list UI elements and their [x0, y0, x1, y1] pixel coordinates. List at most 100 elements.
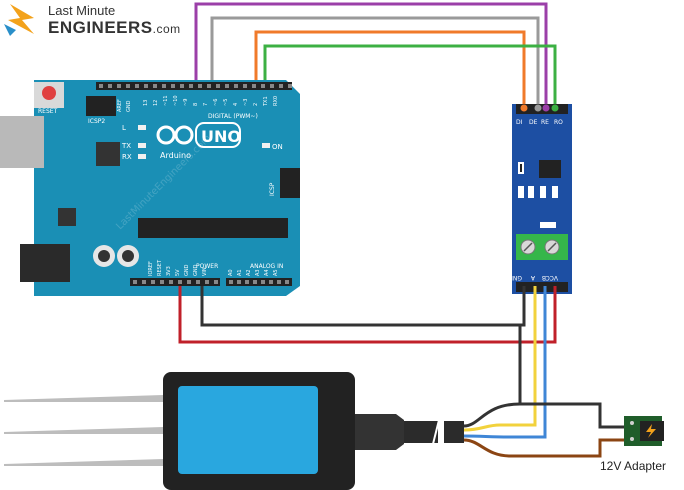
max485-chip: [539, 160, 561, 178]
wire-blue-b: [510, 286, 547, 439]
digital-header-pins: [99, 84, 292, 88]
arduino-board: RESET ICSP2 UNO Arduino L TX RX ON ICSP: [0, 80, 300, 296]
header-pin: [169, 280, 173, 284]
header-pin: [126, 84, 130, 88]
rs485-pin-label: A: [530, 274, 535, 281]
header-pin: [180, 84, 184, 88]
pin-label: A0: [228, 269, 234, 276]
header-pin: [144, 84, 148, 88]
rs485-pin-label: RO: [554, 119, 563, 126]
pin-label: 2: [253, 103, 259, 106]
cable-gland: [355, 414, 404, 450]
header-pin: [108, 84, 112, 88]
header-pin: [279, 84, 283, 88]
pin-label: VIN: [202, 267, 208, 276]
pin-label: ~6: [213, 99, 219, 106]
icsp-label: ICSP: [269, 182, 276, 196]
adapter-label: 12V Adapter: [600, 459, 667, 473]
rs485-pin-label: VCC: [546, 274, 558, 281]
header-pin: [198, 84, 202, 88]
pin-label: IOREF: [148, 261, 154, 276]
header-pin: [178, 280, 182, 284]
header-pin: [135, 84, 139, 88]
header-pin: [216, 84, 220, 88]
header-pin: [187, 280, 191, 284]
usb-port: [0, 116, 44, 168]
header-pin: [151, 280, 155, 284]
brand-line-1: Last Minute: [48, 3, 116, 18]
wire-orange: [254, 30, 526, 108]
header-pin: [253, 280, 257, 284]
pin-label: A2: [246, 269, 252, 276]
rs485-pin-label: RE: [541, 119, 549, 126]
model-label: UNO: [201, 127, 241, 146]
icsp-header: [280, 168, 300, 198]
reset-button[interactable]: [42, 86, 56, 100]
header-pin: [171, 84, 175, 88]
wire-purple: [194, 2, 548, 108]
header-pin: [189, 84, 193, 88]
header-pin: [162, 84, 166, 88]
sensor-cable: [404, 421, 438, 443]
header-pin: [261, 84, 265, 88]
atmega-chip: [138, 218, 288, 238]
header-pin: [234, 84, 238, 88]
rs485-pin-label: B: [542, 274, 546, 281]
pin-label: GND: [184, 264, 190, 276]
led-tx-label: TX: [121, 142, 131, 150]
power-jack: [20, 244, 70, 282]
rs485-pin-label: DE: [529, 119, 538, 126]
header-pin: [252, 84, 256, 88]
pin-label: TX1: [263, 96, 269, 107]
pin-label: A4: [264, 269, 270, 276]
brand-engineers: ENGINEERS: [48, 18, 153, 37]
header-pin: [285, 280, 289, 284]
usb-chip: [96, 142, 120, 166]
power-header: [130, 278, 220, 286]
header-pin: [225, 84, 229, 88]
wire-green: [263, 44, 557, 108]
rs485-top-header: [516, 104, 568, 114]
led-l-label: L: [122, 124, 126, 132]
arduino-infinity-logo: [156, 125, 194, 145]
regulator: [58, 208, 76, 226]
probe-2: [4, 427, 163, 434]
lightning-icon: [646, 424, 656, 438]
header-pin: [133, 280, 137, 284]
pin-label: ~9: [183, 99, 189, 106]
pin-label: A5: [273, 269, 279, 276]
analog-label: ANALOG IN: [250, 263, 283, 270]
rs485-pin-label: GND: [508, 274, 522, 281]
dc-jack: [624, 416, 664, 446]
digital-label: DIGITAL (PWM~): [208, 113, 258, 120]
led-rx-label: RX: [122, 153, 132, 161]
pin-label: 7: [203, 103, 209, 106]
probe-1: [4, 395, 163, 402]
digital-wires: [194, 2, 557, 108]
pin-label: 12: [153, 100, 159, 106]
header-pin: [229, 280, 233, 284]
header-pin: [261, 280, 265, 284]
header-pin: [153, 84, 157, 88]
header-pin: [196, 280, 200, 284]
header-pin: [214, 280, 218, 284]
wire-yellow-a: [500, 286, 537, 427]
pin-label: ~11: [163, 95, 169, 106]
wire-black-gnd: [200, 286, 526, 327]
pin-label: GND: [193, 264, 199, 276]
bottom-header-pins: [133, 280, 289, 284]
header-pin: [245, 280, 249, 284]
soil-sensor: [4, 372, 521, 490]
analog-header: [226, 278, 292, 286]
brand-domain: .com: [152, 22, 181, 36]
aref-label: AREF: [117, 99, 123, 112]
pin-label: 13: [143, 100, 149, 106]
header-pin: [270, 84, 274, 88]
pin-label: 4: [233, 103, 239, 106]
header-pin: [243, 84, 247, 88]
